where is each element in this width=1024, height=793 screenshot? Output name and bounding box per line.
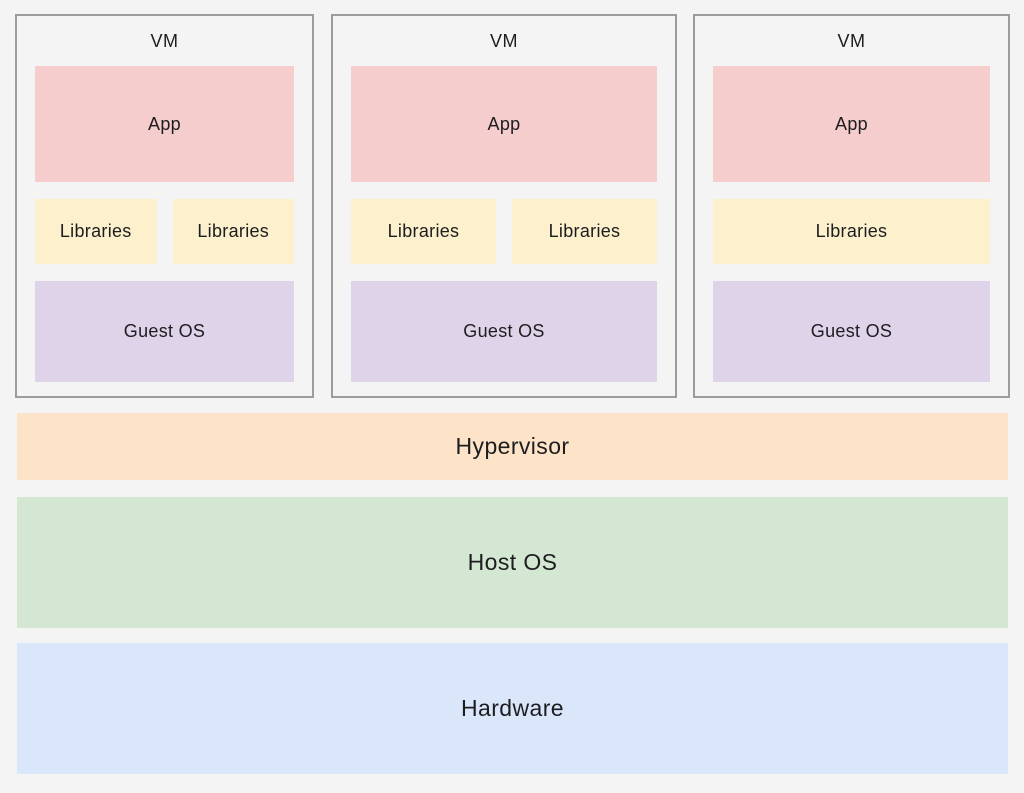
libraries-box: Libraries [713,199,990,264]
hardware-layer: Hardware [17,643,1008,774]
libraries-row: Libraries Libraries [351,199,657,264]
libraries-row: Libraries Libraries [35,199,294,264]
app-box: App [351,66,657,182]
app-box: App [713,66,990,182]
libraries-box: Libraries [512,199,657,264]
host-os-layer: Host OS [17,497,1008,628]
libraries-box: Libraries [35,199,157,264]
vm-title: VM [837,30,866,51]
guest-os-box: Guest OS [351,281,657,382]
libraries-row: Libraries [713,199,990,264]
guest-os-box: Guest OS [713,281,990,382]
app-box: App [35,66,294,182]
vm-title: VM [490,30,518,51]
vm-panel-3: VM App Libraries Guest OS [693,14,1010,398]
libraries-box: Libraries [351,199,496,264]
guest-os-box: Guest OS [35,281,294,382]
vm-panel-1: VM App Libraries Libraries Guest OS [15,14,314,398]
hypervisor-layer: Hypervisor [17,413,1008,480]
vm-title: VM [150,30,179,51]
vm-panel-2: VM App Libraries Libraries Guest OS [331,14,677,398]
libraries-box: Libraries [172,199,294,264]
